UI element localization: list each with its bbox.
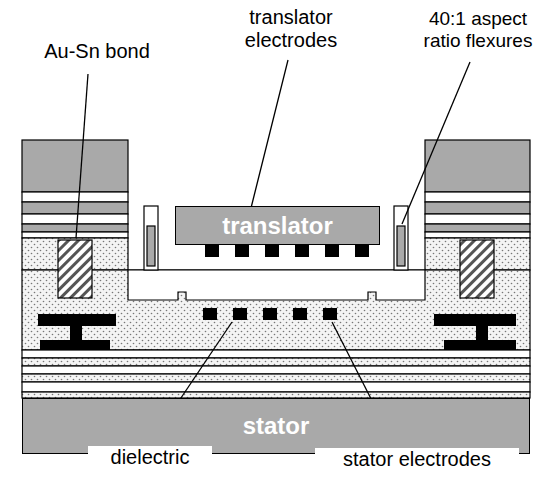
node-label: translator	[222, 214, 333, 238]
flexure-label: 40:1 aspect ratio flexures	[408, 8, 548, 52]
translator-block: translator	[175, 206, 380, 245]
electrode-label: stator electrodes	[315, 448, 519, 471]
node-label: stator	[243, 414, 310, 438]
bond-label: Au-Sn bond	[30, 40, 164, 63]
dielectric-label: dielectric	[88, 446, 212, 469]
electrode-label: translator electrodes	[230, 6, 352, 52]
